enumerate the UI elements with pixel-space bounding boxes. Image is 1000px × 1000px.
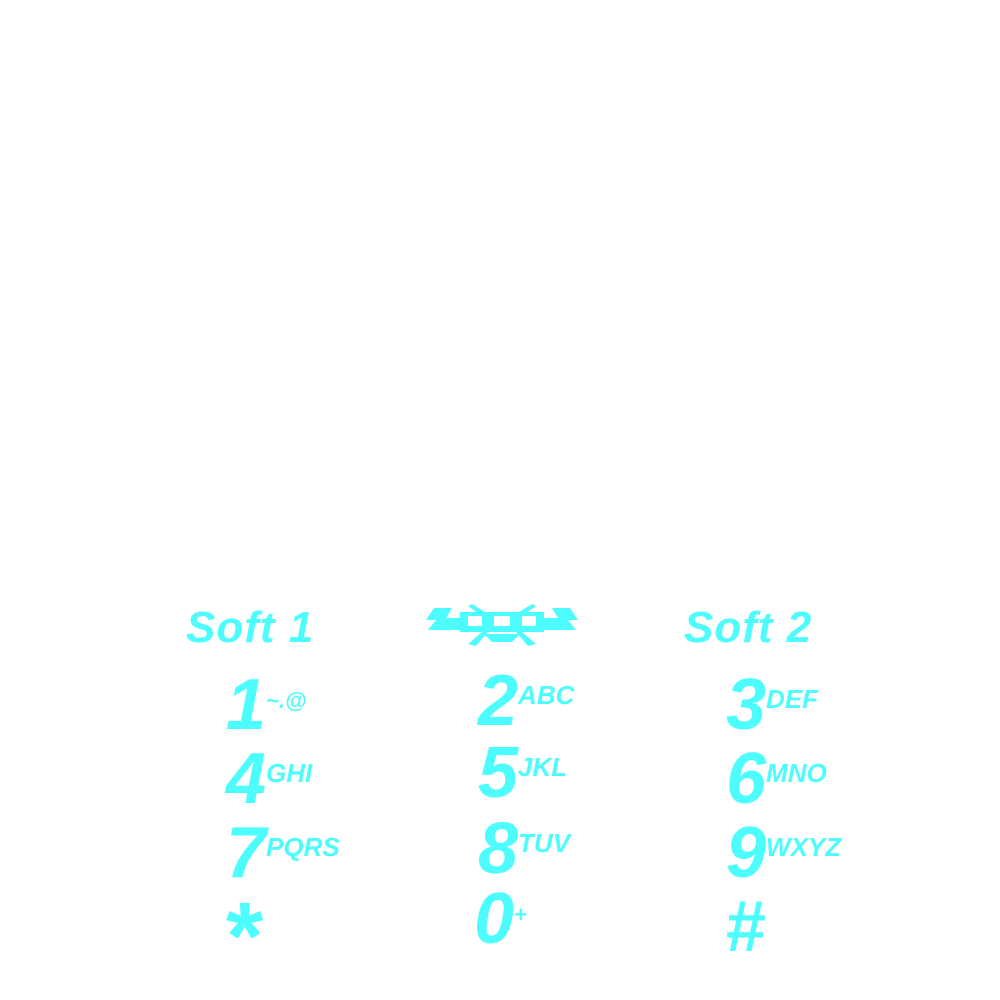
key-letters: JKL [518, 752, 568, 782]
key-9[interactable]: 9 WXYZ [726, 813, 842, 893]
key-digit: # [726, 887, 766, 967]
key-letters: ABC [518, 680, 575, 710]
key-letters: DEF [766, 684, 819, 714]
key-8[interactable]: 8 TUV [478, 809, 571, 889]
key-6[interactable]: 6 MNO [726, 739, 827, 819]
key-7[interactable]: 7 PQRS [226, 813, 340, 893]
key-letters: TUV [518, 828, 571, 858]
key-1[interactable]: 1 ~.@ [226, 665, 307, 745]
key-letters: ~.@ [266, 688, 307, 713]
key-2[interactable]: 2 ABC [478, 661, 575, 741]
navigation-dpad-icon[interactable] [422, 600, 582, 650]
key-digit: 7 [226, 813, 266, 893]
soft-key-1[interactable]: Soft 1 [186, 603, 315, 652]
key-digit: 4 [226, 739, 266, 819]
key-letters: MNO [766, 758, 827, 788]
key-digit: 6 [726, 739, 766, 819]
key-5[interactable]: 5 JKL [478, 733, 568, 813]
key-digit: 2 [478, 661, 518, 741]
key-digit: * [226, 883, 263, 990]
key-letters: + [514, 902, 527, 927]
key-letters: PQRS [266, 832, 340, 862]
key-digit: 9 [726, 813, 766, 893]
soft-key-2[interactable]: Soft 2 [684, 603, 813, 652]
key-digit: 8 [478, 809, 518, 889]
key-letters: GHI [266, 758, 313, 788]
key-0[interactable]: 0 + [474, 879, 527, 959]
key-digit: 1 [226, 665, 266, 745]
key-digit: 0 [474, 879, 514, 959]
key-4[interactable]: 4 GHI [226, 739, 313, 819]
key-digit: 5 [478, 733, 518, 813]
key-digit: 3 [726, 665, 766, 745]
key-letters: WXYZ [766, 832, 842, 862]
key-hash[interactable]: # [726, 887, 766, 967]
key-3[interactable]: 3 DEF [726, 665, 819, 745]
key-star[interactable]: * [226, 883, 263, 990]
